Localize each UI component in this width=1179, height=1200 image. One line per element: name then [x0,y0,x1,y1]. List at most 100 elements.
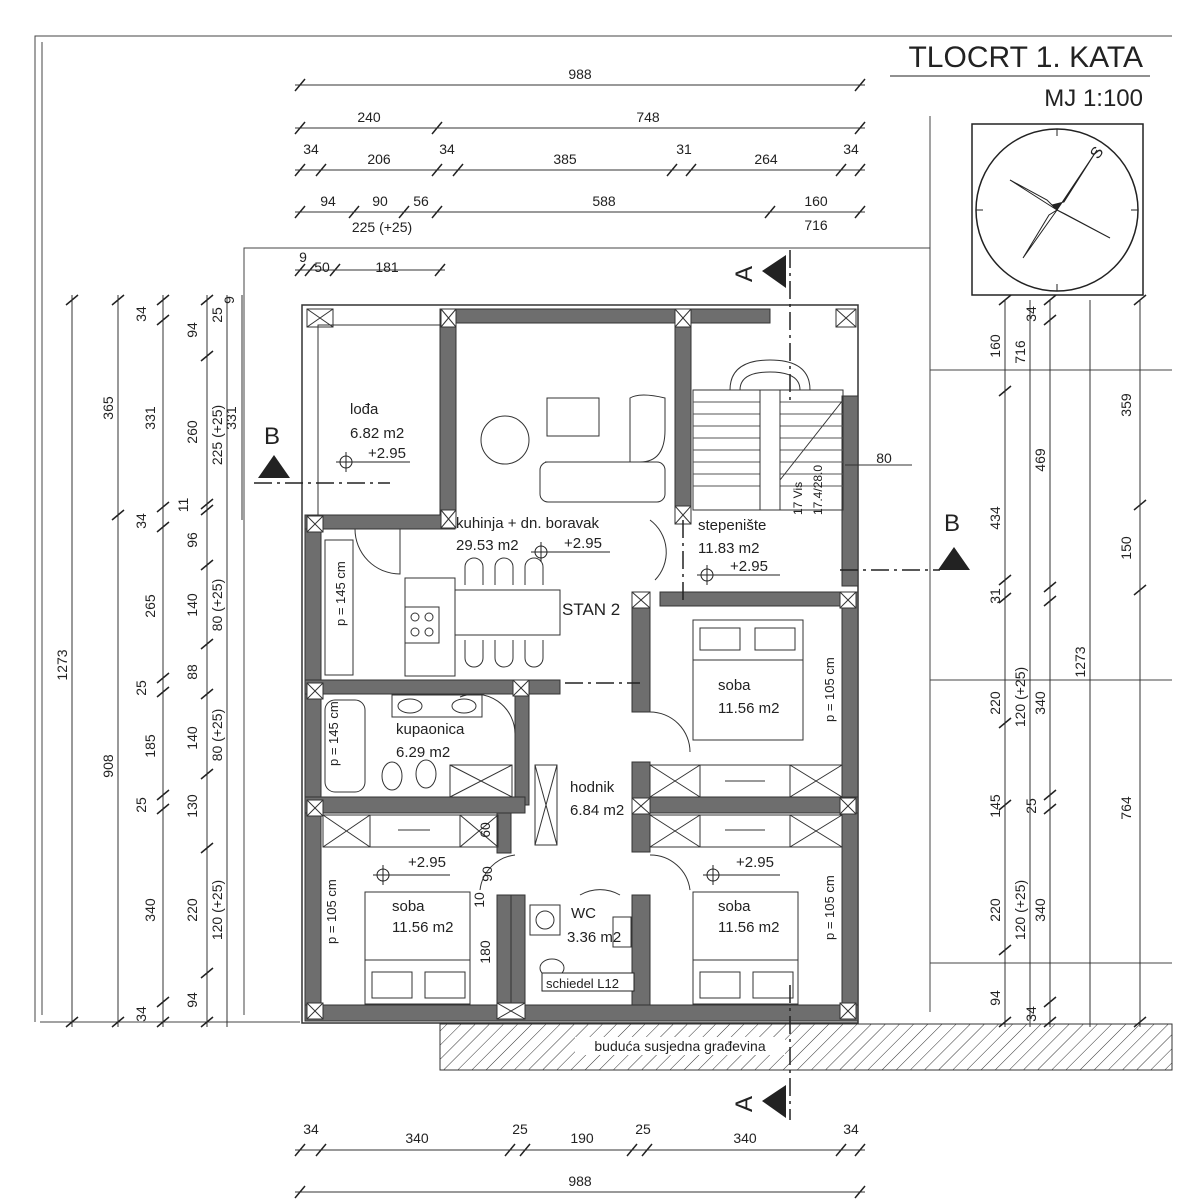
neighbor-label: buduća susjedna građevina [594,1038,765,1054]
plan-title: TLOCRT 1. KATA [908,41,1143,74]
dim-door-90: 90 [479,866,495,882]
dim-left-88: 88 [184,664,200,680]
stairs-name: stepenište [698,517,766,534]
dim-right-145: 145 [987,794,1003,818]
site-boundary [34,35,1172,1023]
dim-top-50: 50 [314,259,330,275]
bedroom-right-note: p = 105 cm [822,657,837,722]
bedroom-br-note: p = 105 cm [822,875,837,940]
dim-right-94: 94 [987,990,1003,1006]
kitchen-name: kuhinja + dn. boravak [456,515,600,532]
dim-top-588: 588 [592,193,616,209]
kitchen-area: 29.53 m2 [456,537,519,554]
dimension-ticks [65,78,1147,1199]
stairs-level: +2.95 [730,558,768,575]
dim-top-206: 206 [367,151,391,167]
dim-left-331b: 331 [223,406,239,430]
dim-top-240: 240 [357,109,381,125]
wc-chimney-note: schiedel L12 [546,976,619,991]
bedroom-bl-note: p = 105 cm [324,879,339,944]
loggia-area: 6.82 m2 [350,425,404,442]
section-b-label-left: B [264,423,280,450]
dim-right-25: 25 [1023,798,1039,814]
dim-left-25b: 25 [133,797,149,813]
bedroom-br-area: 11.56 m2 [718,919,779,936]
dim-left-130: 130 [184,794,200,818]
dim-door-180: 180 [477,940,493,964]
loggia-level: +2.95 [368,445,406,462]
dim-right-150: 150 [1118,536,1134,560]
bedroom-right-area: 11.56 m2 [718,700,779,717]
dim-right-359: 359 [1118,393,1134,417]
dim-right-1273: 1273 [1072,646,1088,677]
bedroom-br-name: soba [718,898,751,915]
dim-top-34c: 34 [843,141,859,157]
dim-top-94: 94 [320,193,336,209]
dim-right-80: 80 [876,450,892,466]
dim-top-225: 225 (+25) [352,219,412,235]
dim-right-716: 716 [1012,340,1028,364]
dim-top-34a: 34 [303,141,319,157]
dim-left-140b: 140 [184,726,200,750]
dim-bottom-25a: 25 [512,1121,528,1137]
dim-left-11: 11 [175,498,191,513]
bedroom-br-level: +2.95 [736,854,774,871]
walls [304,308,859,1022]
dim-left-331: 331 [142,406,158,430]
bedroom-bl-area: 11.56 m2 [392,919,453,936]
dim-left-265: 265 [142,594,158,618]
dim-bottom-988: 988 [568,1173,592,1189]
dim-left-80a: 80 (+25) [209,579,225,632]
dim-top-34b: 34 [439,141,455,157]
dim-top-716: 716 [804,217,828,233]
bathroom-note: p = 145 cm [326,701,341,766]
dim-right-764: 764 [1118,796,1134,820]
bathroom-area: 6.29 m2 [396,744,450,761]
dim-left-94b: 94 [184,992,200,1008]
apartment-label: STAN 2 [562,600,620,619]
dim-left-94a: 94 [184,322,200,338]
dim-left-340: 340 [142,898,158,922]
bedroom-bl-level: +2.95 [408,854,446,871]
dim-right-34a: 34 [1023,306,1039,322]
kitchen-note: p = 145 cm [333,561,348,626]
dim-door-10: 10 [471,892,487,908]
loggia-name: lođa [350,401,379,418]
dim-left-96: 96 [184,532,200,548]
dim-left-908: 908 [100,754,116,778]
dim-left-25: 25 [209,307,225,323]
dim-left-34b: 34 [133,513,149,529]
dim-bottom-340a: 340 [405,1130,429,1146]
bedroom-right-name: soba [718,677,751,694]
dim-left-34c: 34 [133,1006,149,1022]
section-markers: B B A A [258,255,970,1118]
dim-left-1273: 1273 [54,649,70,680]
dim-bottom-340b: 340 [733,1130,757,1146]
structural-columns [306,308,857,1020]
dim-top-385: 385 [553,151,577,167]
plan-scale: MJ 1:100 [1044,85,1143,112]
section-lines [254,250,940,1120]
dim-bottom-34a: 34 [303,1121,319,1137]
bedroom-bl-name: soba [392,898,425,915]
dim-right-31: 31 [987,588,1003,604]
section-b-label-right: B [944,510,960,537]
dim-door-60: 60 [477,822,493,838]
dim-right-220a: 220 [987,691,1003,715]
dim-top-56: 56 [413,193,429,209]
dim-right-434: 434 [987,506,1003,530]
dim-left-120: 120 (+25) [209,880,225,940]
stairs-area: 11.83 m2 [698,540,759,557]
dim-right-120b: 120 (+25) [1012,880,1028,940]
stairs-steps: 17 Vis [791,482,805,515]
dim-left-185: 185 [142,734,158,758]
dim-left-220: 220 [184,898,200,922]
dim-left-25a: 25 [133,680,149,696]
dim-left-80b: 80 (+25) [209,709,225,762]
dim-right-220b: 220 [987,898,1003,922]
dim-bottom-25b: 25 [635,1121,651,1137]
dim-top-181: 181 [375,259,399,275]
dim-top-264: 264 [754,151,778,167]
neighbor-building: buduća susjedna građevina [439,1023,1173,1071]
dimension-labels: 988 240 748 34 206 34 385 31 264 34 94 9… [54,66,1134,1189]
